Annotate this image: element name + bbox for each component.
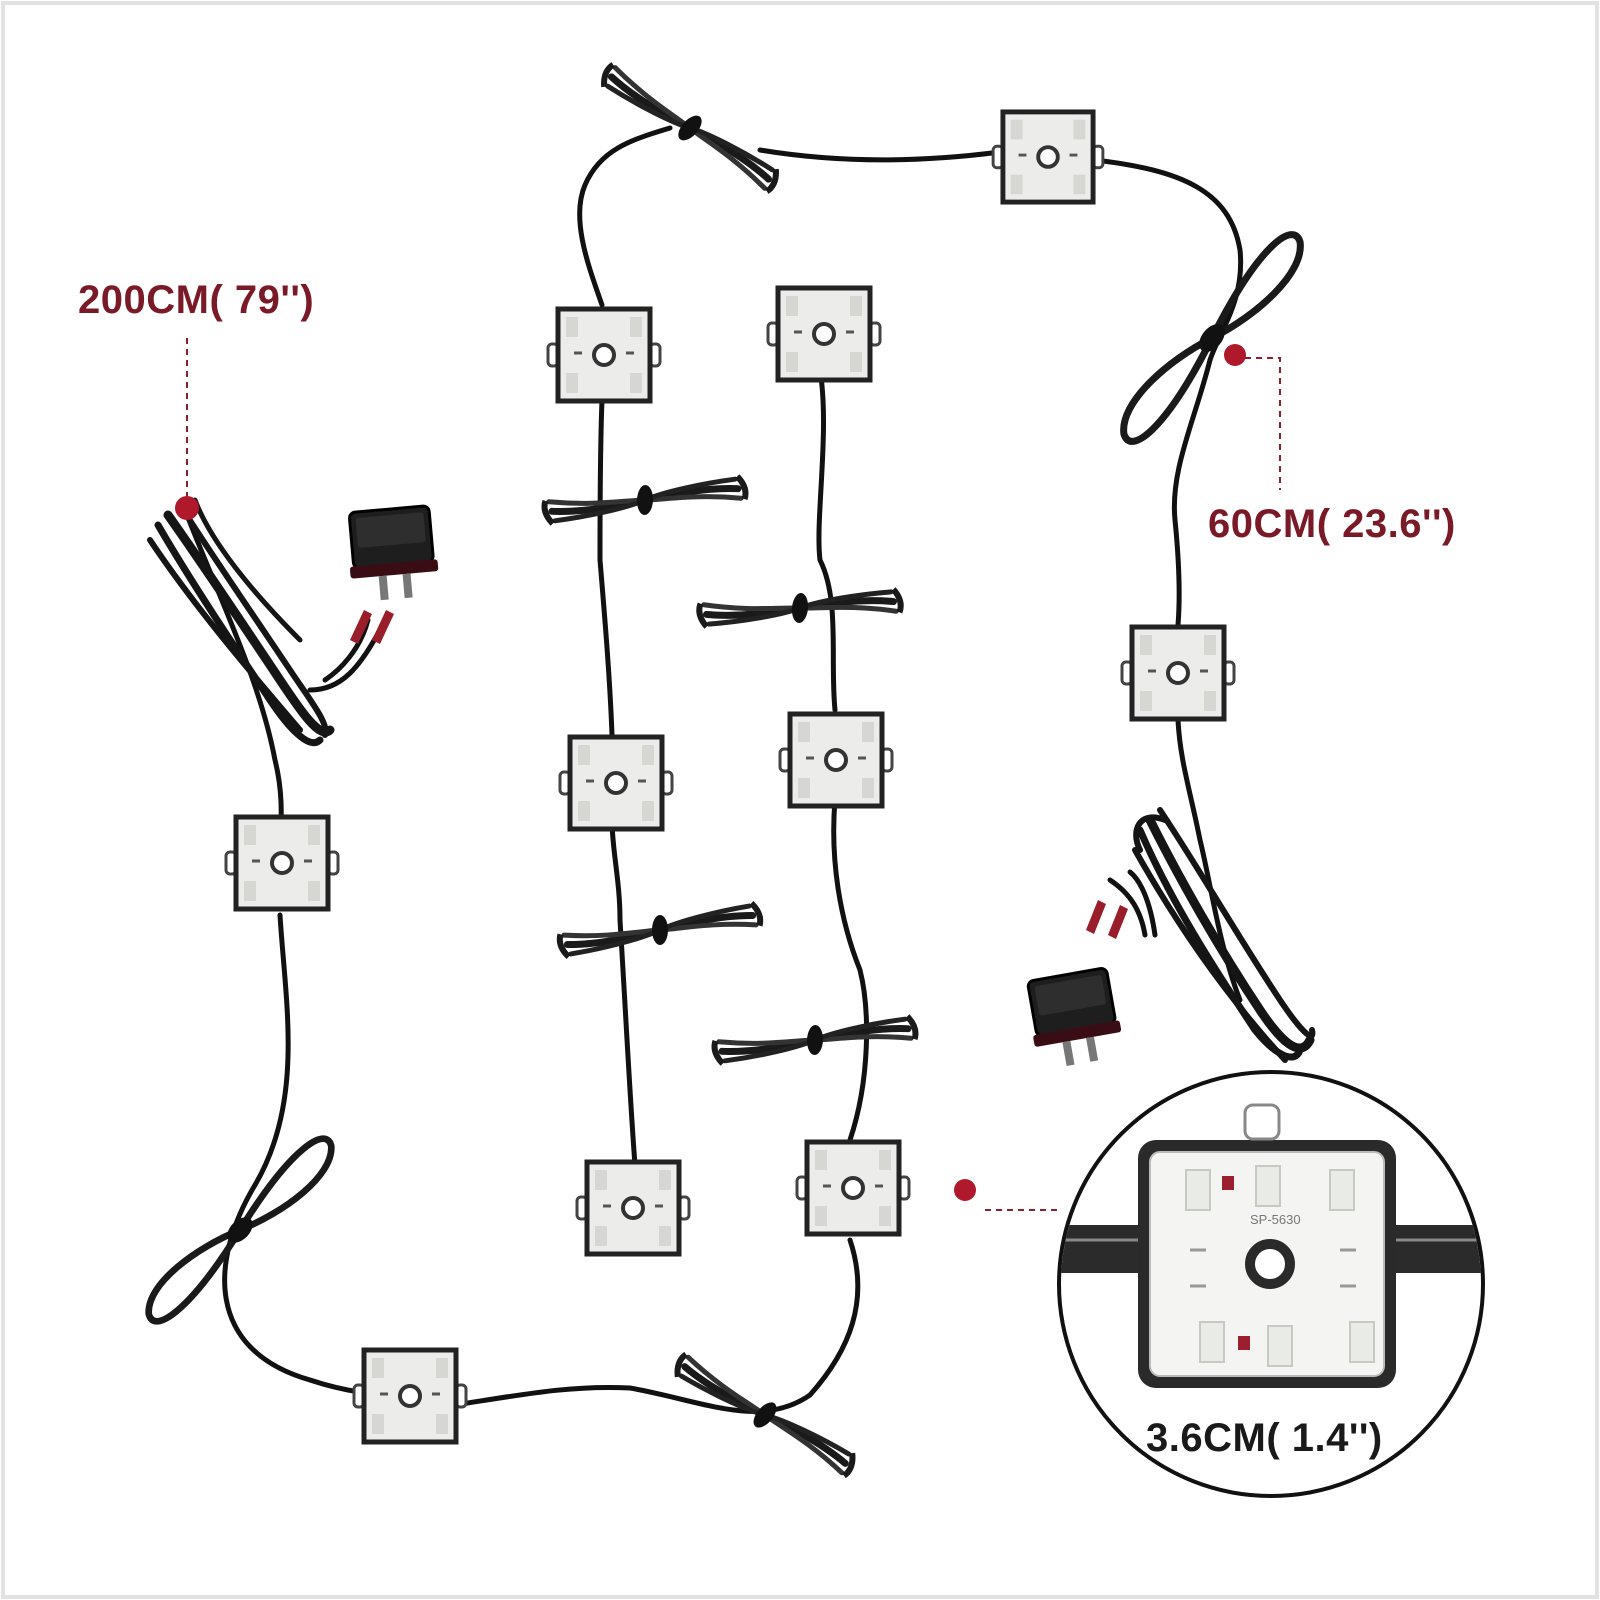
coiled-power-cable-right xyxy=(1132,807,1316,1063)
bundled-wire xyxy=(662,1353,868,1477)
module-spacing-label: 60CM( 23.6'') xyxy=(1208,502,1456,546)
bundled-wire xyxy=(587,63,792,192)
led-module-icon xyxy=(768,288,880,380)
bundled-wire xyxy=(557,868,763,992)
bundled-wire xyxy=(542,441,748,559)
wire-loop xyxy=(146,1106,334,1354)
switch-connectors-left xyxy=(350,610,394,644)
spacing-marker xyxy=(1224,344,1281,490)
led-module-icon xyxy=(797,1142,909,1234)
led-module-icon xyxy=(577,1162,689,1254)
zoom-marker xyxy=(954,1179,1060,1211)
wire-loop xyxy=(1121,211,1302,464)
cable-length-marker xyxy=(175,338,199,520)
chip-label: SP-5630 xyxy=(1250,1212,1301,1227)
zoomed-module-callout: SP-5630 xyxy=(1057,1070,1485,1498)
rocker-switch-icon xyxy=(343,503,443,605)
led-module-icon xyxy=(1122,627,1234,719)
led-module-icon xyxy=(560,737,672,829)
bundled-wire xyxy=(712,981,918,1099)
module-size-label: 3.6CM( 1.4'') xyxy=(1146,1416,1383,1460)
rocker-switch-icon xyxy=(1021,965,1128,1073)
led-module-icon xyxy=(226,817,338,909)
led-module-icon xyxy=(780,714,892,806)
coiled-power-cable-left xyxy=(147,497,335,746)
led-module-icon xyxy=(548,309,660,401)
led-module-icon xyxy=(354,1350,466,1442)
switch-connectors-right xyxy=(1086,900,1128,939)
led-module-icon xyxy=(993,112,1103,202)
bundled-wire xyxy=(697,554,903,663)
cable-length-label: 200CM( 79'') xyxy=(78,278,315,322)
wires xyxy=(182,125,1244,1414)
